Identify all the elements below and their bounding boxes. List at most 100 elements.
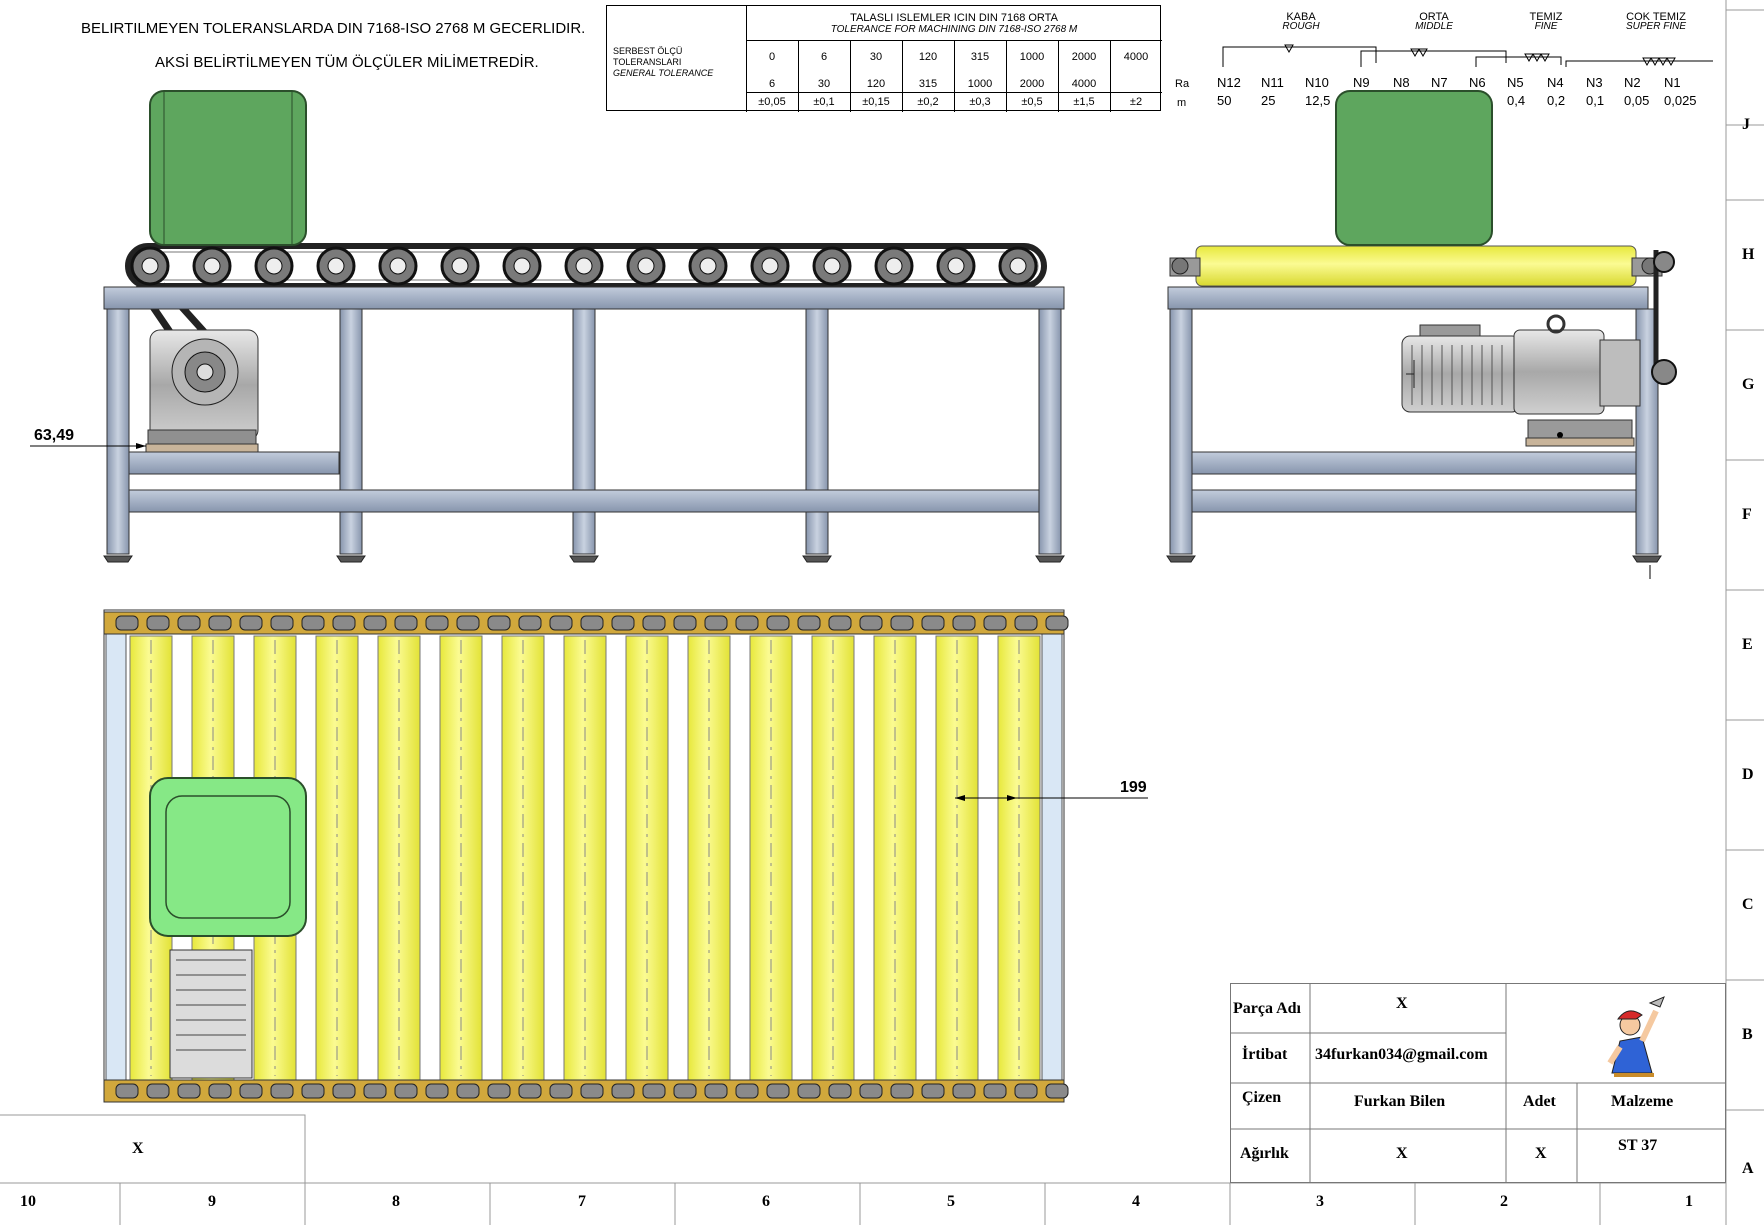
side-top-rail xyxy=(1167,286,1649,310)
surface-group-brackets xyxy=(1222,44,1713,67)
top-chain-link xyxy=(487,1083,511,1099)
zone-row-label: C xyxy=(1742,896,1754,913)
tolerance-col-divider xyxy=(954,40,955,112)
qty-label: Adet xyxy=(1523,1093,1556,1110)
surface-ra-value: 0,05 xyxy=(1624,93,1650,108)
top-chain-link xyxy=(332,1083,356,1099)
tolerance-value: ±0,05 xyxy=(758,96,786,108)
front-leg-2 xyxy=(339,308,363,555)
contact-value: 34furkan034@gmail.com xyxy=(1315,1046,1488,1063)
top-chain-link xyxy=(859,1083,883,1099)
surface-ra-value: 0,2 xyxy=(1547,93,1566,108)
top-chain-link xyxy=(208,615,232,631)
top-chain-link xyxy=(921,615,945,631)
top-chain-link xyxy=(735,615,759,631)
tolerance-from-value: 30 xyxy=(869,51,883,63)
top-chain-link xyxy=(580,615,604,631)
tolerance-col-divider xyxy=(850,40,851,112)
top-chain-link xyxy=(115,615,139,631)
front-leg-1 xyxy=(106,308,130,555)
material-value: ST 37 xyxy=(1618,1137,1658,1154)
part-name-value: X xyxy=(1396,995,1408,1012)
tolerance-from-value: 2000 xyxy=(1071,51,1097,63)
surface-group-superfine: COK TEMIZ SUPER FINE xyxy=(1611,11,1701,32)
tolerance-col-divider xyxy=(1058,40,1059,112)
dim-top-pitch: 199 xyxy=(1120,779,1147,796)
surface-grade: N6 xyxy=(1469,75,1486,90)
contact-label: İrtibat xyxy=(1242,1046,1288,1063)
tolerance-general-label: SERBEST ÖLÇÜ TOLERANSLARI GENERAL TOLERA… xyxy=(607,46,746,79)
zone-col-label: 6 xyxy=(762,1193,770,1210)
material-label: Malzeme xyxy=(1611,1093,1674,1110)
top-chain-link xyxy=(425,1083,449,1099)
tolerance-value: ±0,3 xyxy=(969,96,991,108)
weight-label: Ağırlık xyxy=(1240,1145,1289,1162)
tolerance-to-value: 120 xyxy=(866,78,886,90)
tolerance-to-value: 30 xyxy=(817,78,831,90)
tolerance-from-value: 6 xyxy=(820,51,828,63)
top-chain-link xyxy=(828,615,852,631)
top-chain-link xyxy=(983,615,1007,631)
top-chain-link xyxy=(146,1083,170,1099)
weight-value: X xyxy=(1396,1145,1408,1162)
top-chain-link xyxy=(735,1083,759,1099)
surface-grade: N12 xyxy=(1217,75,1241,90)
top-frame-right xyxy=(1041,617,1063,1095)
zone-row-label: D xyxy=(1742,766,1754,783)
mascot-logo xyxy=(1607,996,1665,1077)
zone-row-label: E xyxy=(1742,636,1753,653)
top-view xyxy=(103,609,1148,1103)
zone-row-label: G xyxy=(1742,376,1755,393)
top-frame-left xyxy=(105,617,127,1095)
tolerance-to-value: 2000 xyxy=(1019,78,1045,90)
side-view xyxy=(1166,90,1677,579)
front-gearbox xyxy=(145,329,259,453)
zone-col-label: 9 xyxy=(208,1193,216,1210)
top-chain-link xyxy=(1014,615,1038,631)
surface-ra-value: 12,5 xyxy=(1305,93,1331,108)
top-green-box xyxy=(149,777,307,937)
tolerance-header-en: TOLERANCE FOR MACHINING DIN 7168-ISO 276… xyxy=(830,24,1078,35)
title-block: Parça Adı X İrtibat 34furkan034@gmail.co… xyxy=(1230,983,1726,1183)
surface-ra-value: 0,1 xyxy=(1586,93,1605,108)
side-leg-left xyxy=(1169,308,1193,555)
surface-ra-value: 50 xyxy=(1217,93,1232,108)
top-chain-link xyxy=(332,615,356,631)
top-chain-link xyxy=(549,1083,573,1099)
tolerance-col-divider xyxy=(1006,40,1007,112)
tolerance-label-tr: SERBEST ÖLÇÜ TOLERANSLARI xyxy=(613,46,683,67)
tolerance-col-divider xyxy=(746,40,747,112)
note-units: AKSİ BELİRTİLMEYEN TÜM ÖLÇÜLER MİLİMETRE… xyxy=(155,54,539,71)
top-chain-link xyxy=(1014,1083,1038,1099)
tolerance-col-divider xyxy=(798,40,799,112)
front-leg-5 xyxy=(1038,308,1062,555)
top-chain-link xyxy=(704,615,728,631)
zone-row-label: F xyxy=(1742,506,1752,523)
drawn-by-value: Furkan Bilen xyxy=(1354,1093,1446,1110)
tolerance-value: ±0,1 xyxy=(813,96,835,108)
front-sprocket-hub xyxy=(327,257,345,275)
front-shelf-rail xyxy=(128,451,340,475)
top-chain-link xyxy=(487,615,511,631)
side-roller xyxy=(1195,245,1637,287)
zone-row-label: A xyxy=(1742,1160,1754,1177)
surface-grade: N8 xyxy=(1393,75,1410,90)
note-tolerance: BELIRTILMEYEN TOLERANSLARDA DIN 7168-ISO… xyxy=(81,20,586,37)
surface-ra-label: Ra xyxy=(1175,78,1190,90)
front-top-rail xyxy=(103,286,1065,310)
drawn-by-label: Çizen xyxy=(1242,1089,1282,1106)
top-chain-link xyxy=(673,1083,697,1099)
zone-col-label: 2 xyxy=(1500,1193,1508,1210)
top-chain-link xyxy=(301,615,325,631)
front-sprocket-hub xyxy=(823,257,841,275)
top-chain-link xyxy=(456,1083,480,1099)
front-sprocket-hub xyxy=(1009,257,1027,275)
top-chain-link xyxy=(115,1083,139,1099)
front-leg-3 xyxy=(572,308,596,555)
tolerance-to-value: 6 xyxy=(768,78,776,90)
surface-group-middle-en: MIDDLE xyxy=(1415,21,1453,32)
surface-grade: N11 xyxy=(1261,75,1284,90)
front-sprocket-hub xyxy=(885,257,903,275)
